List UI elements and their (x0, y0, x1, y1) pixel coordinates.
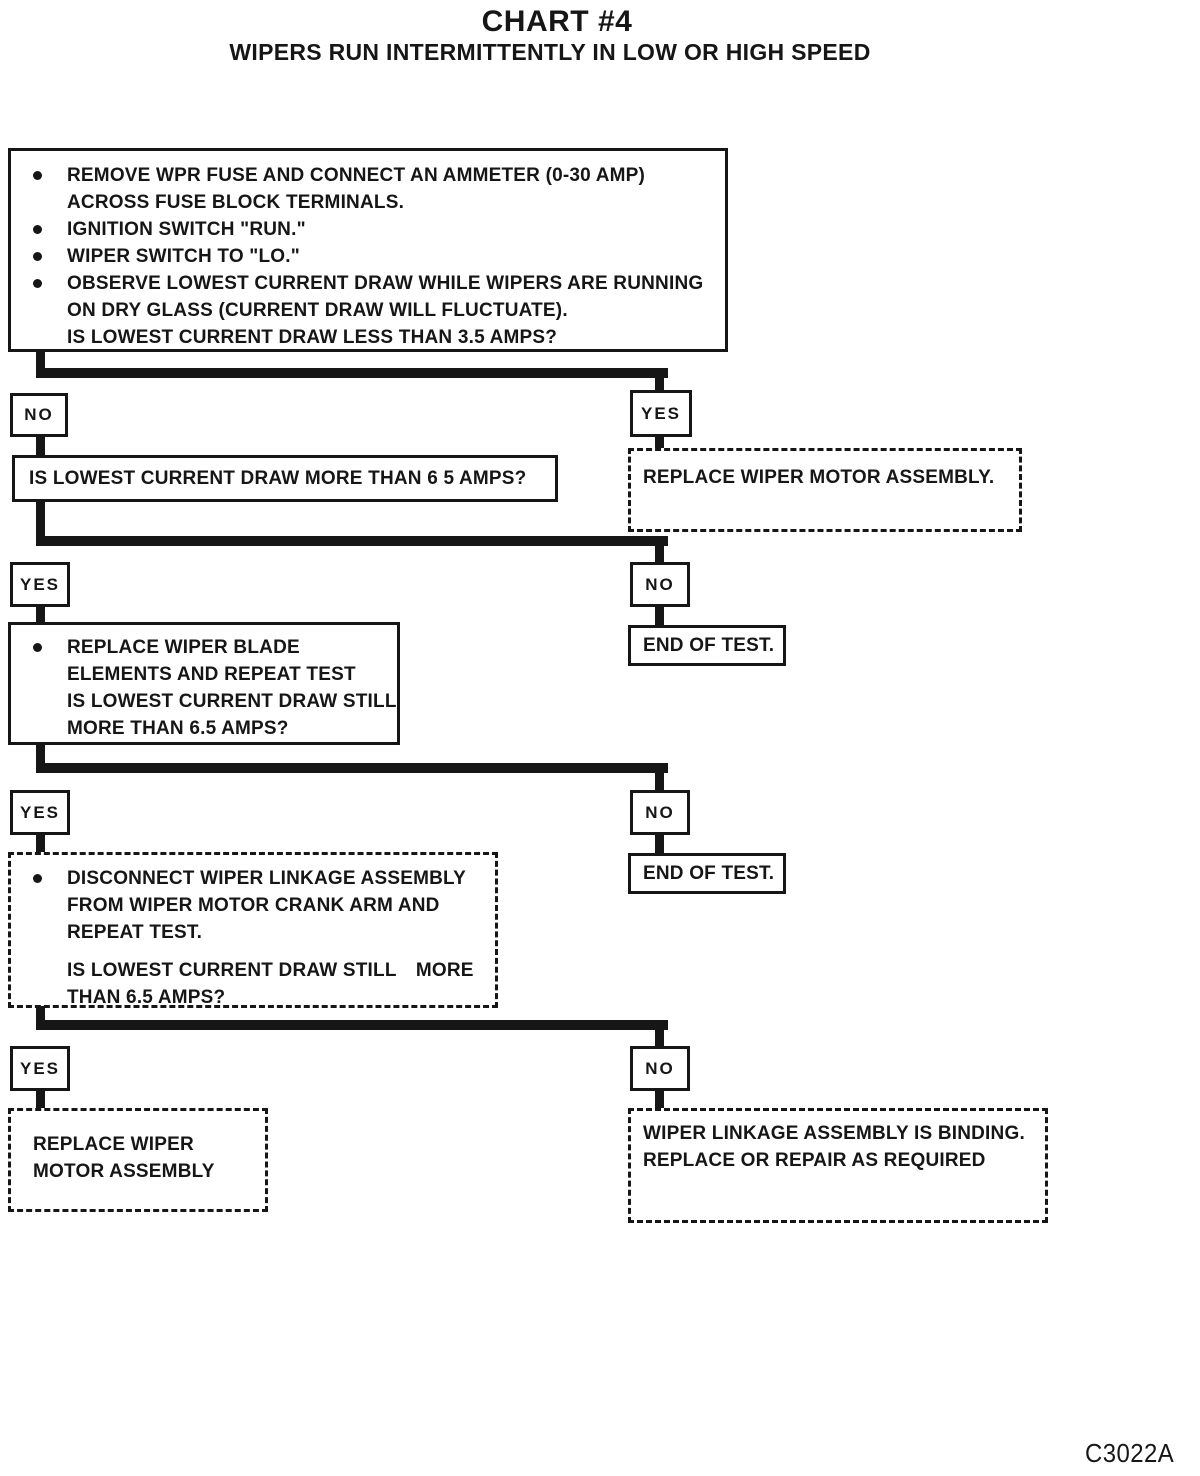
connector-l3-right-vertical (655, 773, 664, 792)
outcome-linkage-binding-text: WIPER LINKAGE ASSEMBLY IS BINDING. REPLA… (643, 1123, 1025, 1171)
outcome-box-linkage-binding: WIPER LINKAGE ASSEMBLY IS BINDING. REPLA… (628, 1108, 1048, 1223)
decision-no-1: NO (10, 393, 68, 437)
start-bullet-row-3: WIPER SWITCH TO "LO." (11, 243, 715, 270)
end-of-test-box-1: END OF TEST. (628, 625, 786, 666)
connector-yes4-down (36, 1089, 45, 1116)
start-bullet-4-text: OBSERVE LOWEST CURRENT DRAW WHILE WIPERS… (67, 273, 704, 348)
end-of-test-box-2: END OF TEST. (628, 853, 786, 894)
figure-code: C3022A (1085, 1438, 1175, 1468)
decision-no-2: NO (630, 562, 690, 607)
decision-yes-4: YES (10, 1046, 70, 1091)
outcome-box-replace-motor-1: REPLACE WIPER MOTOR ASSEMBLY. (628, 448, 1022, 532)
connector-l1-left-vertical (36, 350, 45, 378)
replace-blades-text: REPLACE WIPER BLADE ELEMENTS AND REPEAT … (67, 637, 397, 739)
connector-l2-horizontal-bar (36, 536, 668, 546)
page-title: CHART #4 (481, 5, 633, 38)
bullet-icon (33, 279, 42, 288)
bullet-icon (33, 171, 42, 180)
decision-yes-2: YES (10, 562, 70, 607)
bullet-icon (33, 225, 42, 234)
outcome-box-replace-motor-2: REPLACE WIPER MOTOR ASSEMBLY (8, 1108, 268, 1212)
disconnect-linkage-question-text: IS LOWEST CURRENT DRAW STILL MORE THAN 6… (67, 960, 474, 1008)
decision-yes-3: YES (10, 790, 70, 835)
start-bullet-2-text: IGNITION SWITCH "RUN." (67, 219, 306, 240)
question-box-more-than-65: IS LOWEST CURRENT DRAW MORE THAN 6 5 AMP… (12, 455, 558, 502)
disconnect-linkage-question-row: IS LOWEST CURRENT DRAW STILL MORE THAN 6… (11, 957, 495, 1011)
connector-l3-horizontal-bar (36, 763, 668, 773)
disconnect-linkage-text: DISCONNECT WIPER LINKAGE ASSEMBLY FROM W… (67, 868, 466, 943)
connector-l2-right-vertical (655, 546, 664, 564)
connector-yes3-down (36, 833, 45, 856)
connector-no1-down (36, 435, 45, 457)
outcome-replace-motor-2-text: REPLACE WIPER MOTOR ASSEMBLY (33, 1134, 215, 1182)
connector-yes2-down (36, 605, 45, 624)
connector-l4-right-vertical (655, 1030, 664, 1048)
connector-l4-horizontal-bar (36, 1020, 668, 1030)
connector-l4-left-vertical (36, 1006, 45, 1022)
start-bullet-row-2: IGNITION SWITCH "RUN." (11, 216, 715, 243)
start-bullet-1-text: REMOVE WPR FUSE AND CONNECT AN AMMETER (… (67, 165, 646, 213)
action-box-disconnect-linkage: DISCONNECT WIPER LINKAGE ASSEMBLY FROM W… (8, 852, 498, 1008)
disconnect-linkage-row: DISCONNECT WIPER LINKAGE ASSEMBLY FROM W… (11, 865, 495, 946)
start-bullet-row-4: OBSERVE LOWEST CURRENT DRAW WHILE WIPERS… (11, 270, 715, 351)
connector-no2-down (655, 605, 664, 627)
bullet-icon (33, 874, 42, 883)
start-bullet-3-text: WIPER SWITCH TO "LO." (67, 246, 300, 267)
decision-no-3: NO (630, 790, 690, 835)
bullet-icon (33, 643, 42, 652)
bullet-icon (33, 252, 42, 261)
connector-l1-horizontal-bar (36, 368, 668, 378)
decision-no-4: NO (630, 1046, 690, 1091)
page-subtitle: WIPERS RUN INTERMITTENTLY IN LOW OR HIGH… (229, 39, 871, 65)
connector-l2-left-vertical (36, 500, 45, 538)
connector-no3-down (655, 833, 664, 855)
action-box-replace-blades: REPLACE WIPER BLADE ELEMENTS AND REPEAT … (8, 622, 400, 745)
start-bullet-row-1: REMOVE WPR FUSE AND CONNECT AN AMMETER (… (11, 162, 715, 216)
decision-yes-1: YES (630, 390, 692, 437)
start-step-box: REMOVE WPR FUSE AND CONNECT AN AMMETER (… (8, 148, 728, 352)
connector-l1-right-vertical (655, 378, 664, 393)
outcome-replace-motor-1-text: REPLACE WIPER MOTOR ASSEMBLY. (643, 467, 995, 488)
connector-yes1-down (655, 435, 664, 451)
connector-l3-left-vertical (36, 743, 45, 765)
replace-blades-row: REPLACE WIPER BLADE ELEMENTS AND REPEAT … (11, 634, 397, 742)
connector-no4-down (655, 1089, 664, 1110)
